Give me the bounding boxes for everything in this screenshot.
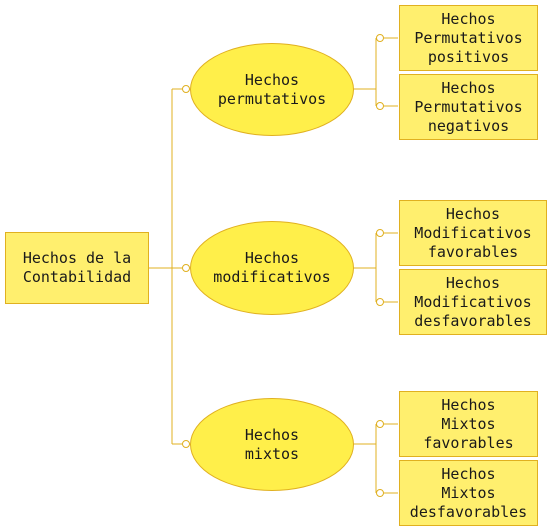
connector-dot: [376, 420, 384, 428]
connector-dot: [376, 229, 384, 237]
leaf-node-modificativos-desfavorables: Hechos Modificativos desfavorables: [399, 269, 547, 335]
connector-dot: [182, 440, 190, 448]
root-node: Hechos de la Contabilidad: [5, 232, 149, 304]
leaf-node-modificativos-favorables: Hechos Modificativos favorables: [399, 200, 547, 266]
connector-dot: [376, 298, 384, 306]
leaf-node-mixtos-desfavorables: Hechos Mixtos desfavorables: [399, 460, 538, 526]
branch-node-modificativos: Hechos modificativos: [190, 221, 354, 315]
leaf-node-permutativos-negativos: Hechos Permutativos negativos: [399, 74, 538, 140]
branch-node-mixtos: Hechos mixtos: [190, 398, 354, 491]
connector-dot: [182, 264, 190, 272]
branch-node-permutativos: Hechos permutativos: [190, 43, 354, 136]
leaf-node-permutativos-positivos: Hechos Permutativos positivos: [399, 5, 538, 71]
leaf-node-mixtos-favorables: Hechos Mixtos favorables: [399, 391, 538, 457]
connector-dot: [376, 34, 384, 42]
connector-dot: [376, 102, 384, 110]
connector-dot: [376, 489, 384, 497]
connector-dot: [182, 85, 190, 93]
